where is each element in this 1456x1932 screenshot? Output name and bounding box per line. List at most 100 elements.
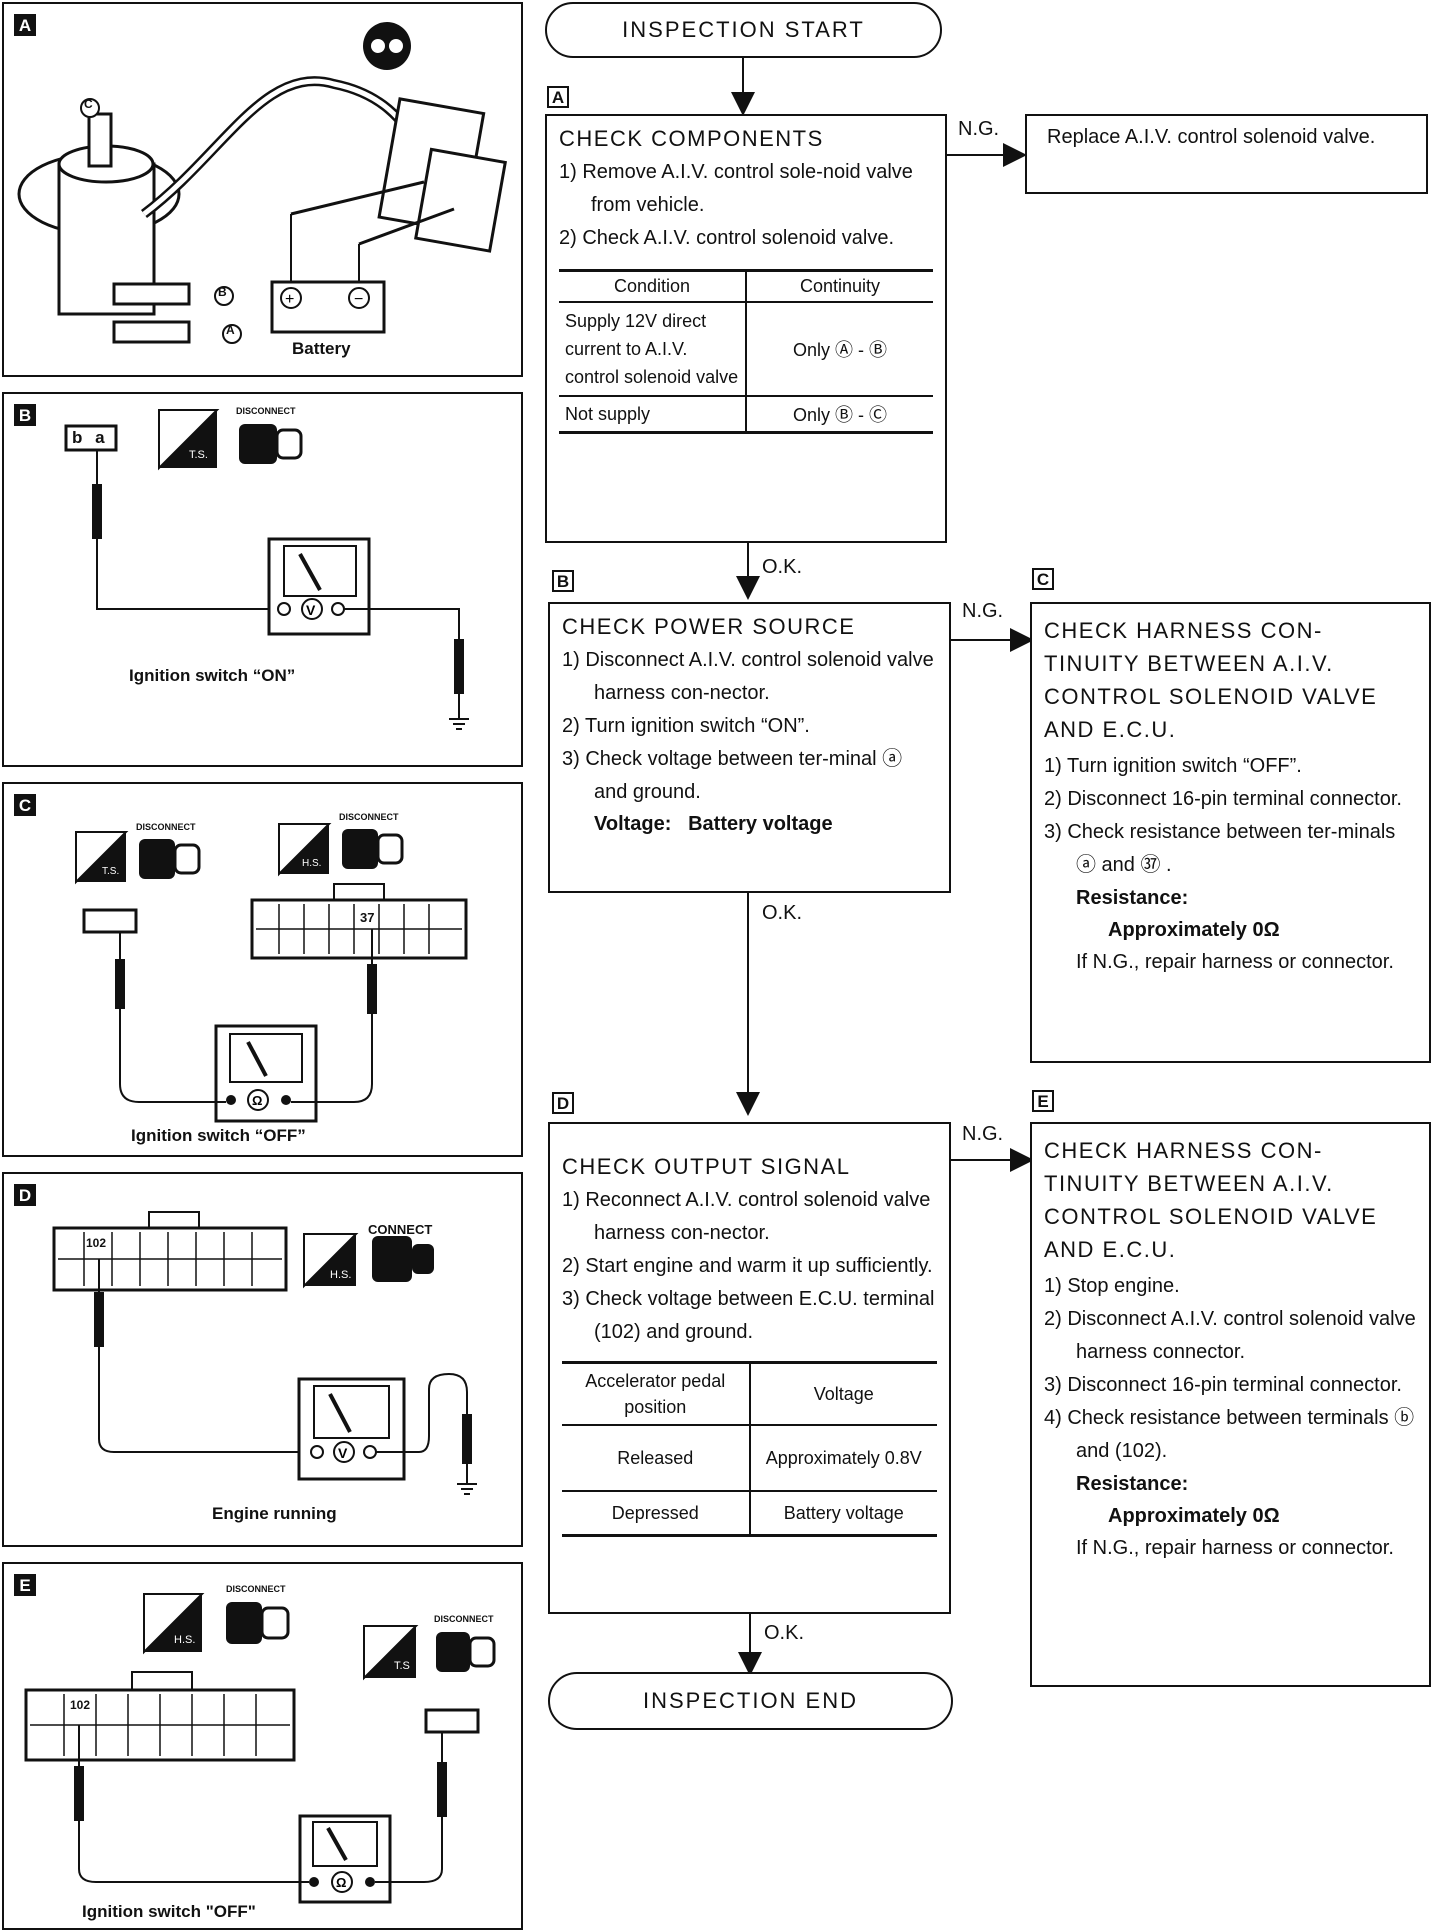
step-d-3: 3) Check voltage between E.C.U. terminal… [562, 1288, 935, 1343]
panel-d-caption: Engine running [212, 1504, 337, 1523]
ng-label-b: N.G. [962, 600, 1004, 622]
panel-e-caption: Ignition switch "OFF" [82, 1902, 256, 1921]
panel-b: B V b a T.S. DISCONNECT Ignition switch … [2, 392, 523, 767]
port-b-label: B [218, 285, 227, 299]
pin-102-label: 102 [70, 1698, 91, 1712]
step-a-2: 2) Check A.I.V. control solenoid valve. [559, 227, 894, 249]
svg-text:Ω: Ω [252, 1093, 262, 1108]
port-c-label: C [84, 97, 93, 111]
solenoid-valve-illustration: + − [17, 22, 507, 344]
battery-label: Battery [292, 339, 351, 358]
table-cell: Only Ⓐ - Ⓑ [745, 301, 933, 396]
panel-e-tag: E [14, 1574, 36, 1596]
ohmmeter-circuit-c: Ω [75, 823, 468, 1123]
step-d-tag: D [552, 1092, 574, 1114]
hs-label: H.S. [174, 1634, 196, 1646]
step-a-1: 1) Remove A.I.V. control sole-noid valve… [559, 161, 913, 216]
svg-text:−: − [354, 291, 363, 308]
ng-label-a: N.G. [958, 118, 1000, 140]
panel-b-caption: Ignition switch “ON” [129, 666, 296, 685]
disconnect-badge: DISCONNECT [226, 1584, 286, 1594]
step-e-title: CHECK HARNESS CON-TINUITY BETWEEN A.I.V.… [1044, 1138, 1378, 1262]
step-e-2: 2) Disconnect A.I.V. control solenoid va… [1044, 1308, 1416, 1363]
table-cell: Supply 12V direct current to A.I.V. cont… [559, 301, 746, 396]
panel-a-tag: A [14, 14, 36, 36]
step-c-title: CHECK HARNESS CON-TINUITY BETWEEN A.I.V.… [1044, 618, 1378, 742]
voltage-value: Battery voltage [688, 813, 833, 835]
panel-c-caption: Ignition switch “OFF” [131, 1126, 306, 1145]
step-d-title: CHECK OUTPUT SIGNAL [562, 1154, 851, 1179]
ts-label: T.S [394, 1660, 410, 1672]
pin-102-label: 102 [86, 1236, 107, 1250]
step-c-2: 2) Disconnect 16-pin terminal connector. [1044, 788, 1402, 810]
step-b-1: 1) Disconnect A.I.V. control solenoid va… [562, 649, 934, 704]
step-d-1: 1) Reconnect A.I.V. control solenoid val… [562, 1189, 931, 1244]
step-e-box: CHECK HARNESS CON-TINUITY BETWEEN A.I.V.… [1030, 1122, 1431, 1687]
ts-label: T.S. [102, 866, 120, 877]
disconnect-badge-2: DISCONNECT [339, 812, 399, 822]
svg-text:Ω: Ω [336, 1875, 346, 1890]
step-e-tag: E [1032, 1090, 1054, 1112]
step-b-box: CHECK POWER SOURCE 1) Disconnect A.I.V. … [548, 602, 951, 893]
ng-label-d: N.G. [962, 1123, 1004, 1145]
resistance-label: Resistance: [1076, 887, 1189, 909]
hs-label: H.S. [330, 1269, 352, 1281]
table-cell: Approximately 0.8V [748, 1424, 937, 1491]
panel-d: D V 102 H.S. CONNECT Engine runn [2, 1172, 523, 1547]
ts-label: T.S. [189, 449, 208, 461]
svg-text:+: + [285, 291, 294, 308]
step-e-1: 1) Stop engine. [1044, 1275, 1180, 1297]
disconnect-badge: DISCONNECT [236, 406, 296, 416]
replace-solenoid-box: Replace A.I.V. control solenoid valve. [1025, 114, 1428, 194]
ok-label-b: O.K. [762, 902, 803, 924]
inspection-end: INSPECTION END [548, 1672, 953, 1730]
step-a-title: CHECK COMPONENTS [559, 126, 824, 151]
repair-note: If N.G., repair harness or connector. [1076, 951, 1394, 973]
table-cell: Depressed [562, 1490, 750, 1537]
table-cell: Only Ⓑ - Ⓒ [745, 395, 933, 434]
step-c-tag: C [1032, 568, 1054, 590]
step-d-table: Accelerator pedal position Voltage Relea… [562, 1361, 937, 1537]
table-header: Condition [559, 269, 746, 302]
table-header: Continuity [745, 269, 933, 302]
step-a-tag: A [547, 86, 569, 108]
svg-text:V: V [338, 1445, 348, 1461]
step-c-box: CHECK HARNESS CON-TINUITY BETWEEN A.I.V.… [1030, 602, 1431, 1063]
panel-c-tag: C [14, 794, 36, 816]
panel-e: E Ω 102 H.S. T.S DISCO [2, 1562, 523, 1930]
panel-d-tag: D [14, 1184, 36, 1206]
step-b-3: 3) Check voltage between ter-minal ⓐ and… [562, 748, 903, 803]
svg-text:V: V [306, 602, 316, 618]
ok-label-d: O.K. [764, 1622, 805, 1644]
port-a-label: A [226, 323, 235, 337]
step-d-2: 2) Start engine and warm it up sufficien… [562, 1255, 933, 1277]
table-cell: Battery voltage [748, 1490, 937, 1537]
resistance-label: Resistance: [1076, 1473, 1189, 1495]
panel-a: A + − C B A Battery [2, 2, 523, 377]
table-cell: Released [562, 1424, 750, 1491]
resistance-value: Approximately 0Ω [1108, 1505, 1280, 1527]
panel-b-tag: B [14, 404, 36, 426]
step-c-3: 3) Check resistance between ter-minals ⓐ… [1044, 821, 1396, 876]
voltmeter-circuit-b: V [64, 409, 469, 730]
ohmmeter-circuit-e: Ω [24, 1593, 496, 1904]
replace-solenoid-text: Replace A.I.V. control solenoid valve. [1047, 126, 1376, 148]
connect-badge: CONNECT [368, 1222, 433, 1237]
terminal-label: b a [72, 428, 109, 447]
voltage-spec: Voltage: Battery voltage [562, 809, 937, 839]
step-c-1: 1) Turn ignition switch “OFF”. [1044, 755, 1302, 777]
table-header: Voltage [748, 1361, 937, 1425]
step-e-4: 4) Check resistance between terminals ⓑ … [1044, 1407, 1415, 1462]
step-b-2: 2) Turn ignition switch “ON”. [562, 715, 810, 737]
step-a-box: CHECK COMPONENTS 1) Remove A.I.V. contro… [545, 114, 947, 543]
step-e-3: 3) Disconnect 16-pin terminal connector. [1044, 1374, 1402, 1396]
panel-c: C Ω 37 [2, 782, 523, 1157]
inspection-start: INSPECTION START [545, 2, 942, 58]
step-a-table: Condition Continuity Supply 12V direct c… [559, 269, 933, 434]
resistance-value: Approximately 0Ω [1108, 919, 1280, 941]
pin-37-label: 37 [360, 910, 375, 925]
step-b-title: CHECK POWER SOURCE [562, 614, 856, 639]
table-header: Accelerator pedal position [562, 1361, 750, 1425]
table-cell: Not supply [559, 395, 746, 434]
voltage-label: Voltage: [594, 813, 672, 835]
